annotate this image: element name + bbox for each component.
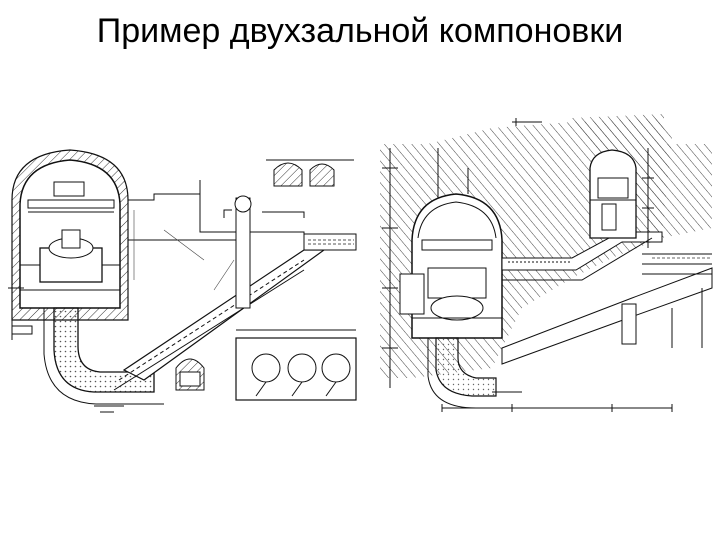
hydro-plant-longitudinal-section-drawing-icon xyxy=(380,114,713,412)
slide-title: Пример двухзальной компоновки xyxy=(96,12,624,50)
right-section-drawing xyxy=(372,108,716,418)
hydro-plant-cross-section-drawing-icon xyxy=(8,149,357,413)
left-section-drawing xyxy=(4,140,364,420)
